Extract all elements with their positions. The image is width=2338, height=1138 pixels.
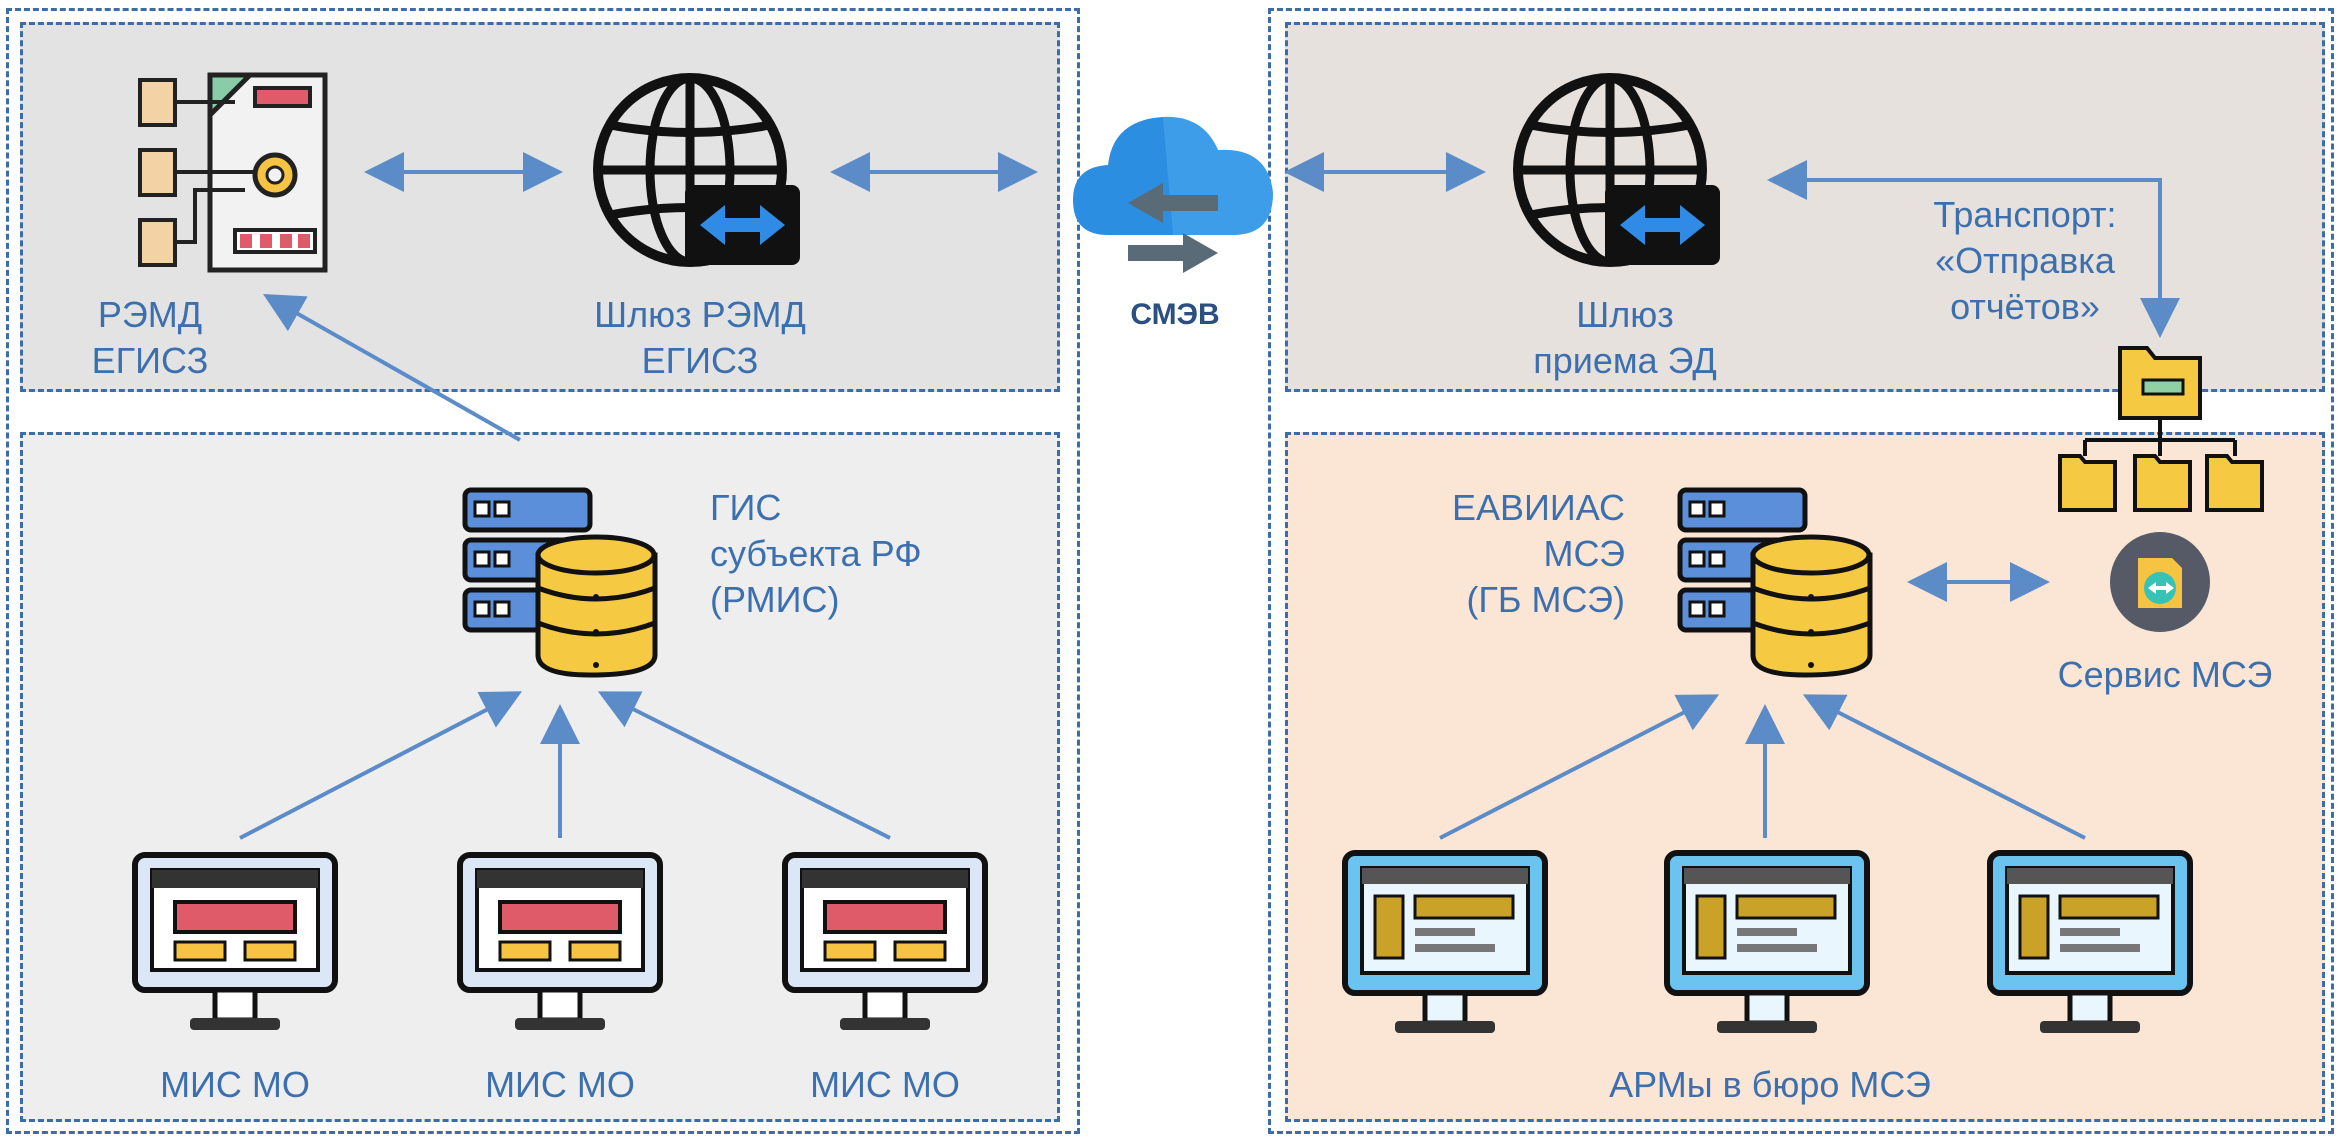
- remd-label: РЭМД ЕГИСЗ: [70, 292, 230, 384]
- monitor-icon: [1664, 850, 1870, 1033]
- left-outer-frame: [6, 8, 1080, 1134]
- monitor-icon: [1987, 850, 2193, 1033]
- service-badge-icon: [2110, 532, 2210, 632]
- gis-label-line2: субъекта РФ: [710, 533, 922, 574]
- transport-label-line2: «Отправка: [1935, 240, 2115, 281]
- db-label-line3: (ГБ МСЭ): [1466, 579, 1625, 620]
- gateway-remd-label: Шлюз РЭМД ЕГИСЗ: [555, 292, 845, 384]
- db-label-line1: ЕАВИИАС: [1451, 487, 1625, 528]
- monitor-icon: [132, 852, 338, 1030]
- document-gear-icon: [138, 72, 328, 273]
- globe-exchange-icon: [1513, 73, 1720, 267]
- remd-label-line1: РЭМД: [97, 294, 203, 335]
- db-label-line2: МСЭ: [1543, 533, 1625, 574]
- smev-label: СМЭВ: [1130, 298, 1220, 331]
- monitor-icon: [782, 852, 988, 1030]
- transport-label-line1: Транспорт:: [1933, 194, 2117, 235]
- server-database-icon: [1677, 487, 1873, 678]
- globe-exchange-icon: [593, 73, 800, 267]
- mis-label-1: МИС МО: [160, 1064, 310, 1105]
- gateway-ed-label: Шлюз приема ЭД: [1490, 292, 1760, 384]
- transport-label-line3: отчётов»: [1950, 286, 2100, 327]
- gis-label-line1: ГИС: [710, 487, 782, 528]
- db-label: ЕАВИИАС МСЭ (ГБ МСЭ): [1410, 485, 1625, 623]
- monitor-icon: [457, 852, 663, 1030]
- gis-label-line3: (РМИС): [710, 579, 840, 620]
- gis-label: ГИС субъекта РФ (РМИС): [710, 485, 970, 623]
- gateway-remd-label-line1: Шлюз РЭМД: [594, 294, 806, 335]
- gateway-ed-label-line1: Шлюз: [1576, 294, 1674, 335]
- folder-tree-icon: [2058, 346, 2264, 512]
- transport-label: Транспорт: «Отправка отчётов»: [1915, 192, 2135, 330]
- right-outer-frame: [1268, 8, 2334, 1134]
- service-label: Сервис МСЭ: [2057, 654, 2273, 695]
- arm-label: АРМы в бюро МСЭ: [1609, 1064, 1931, 1105]
- gateway-ed-label-line2: приема ЭД: [1533, 340, 1717, 381]
- gateway-remd-label-line2: ЕГИСЗ: [641, 340, 759, 381]
- remd-label-line2: ЕГИСЗ: [91, 340, 209, 381]
- cloud-exchange-icon: [1073, 116, 1273, 273]
- mis-label-2: МИС МО: [485, 1064, 635, 1105]
- monitor-icon: [1342, 850, 1548, 1033]
- server-database-icon: [462, 487, 658, 678]
- mis-label-3: МИС МО: [810, 1064, 960, 1105]
